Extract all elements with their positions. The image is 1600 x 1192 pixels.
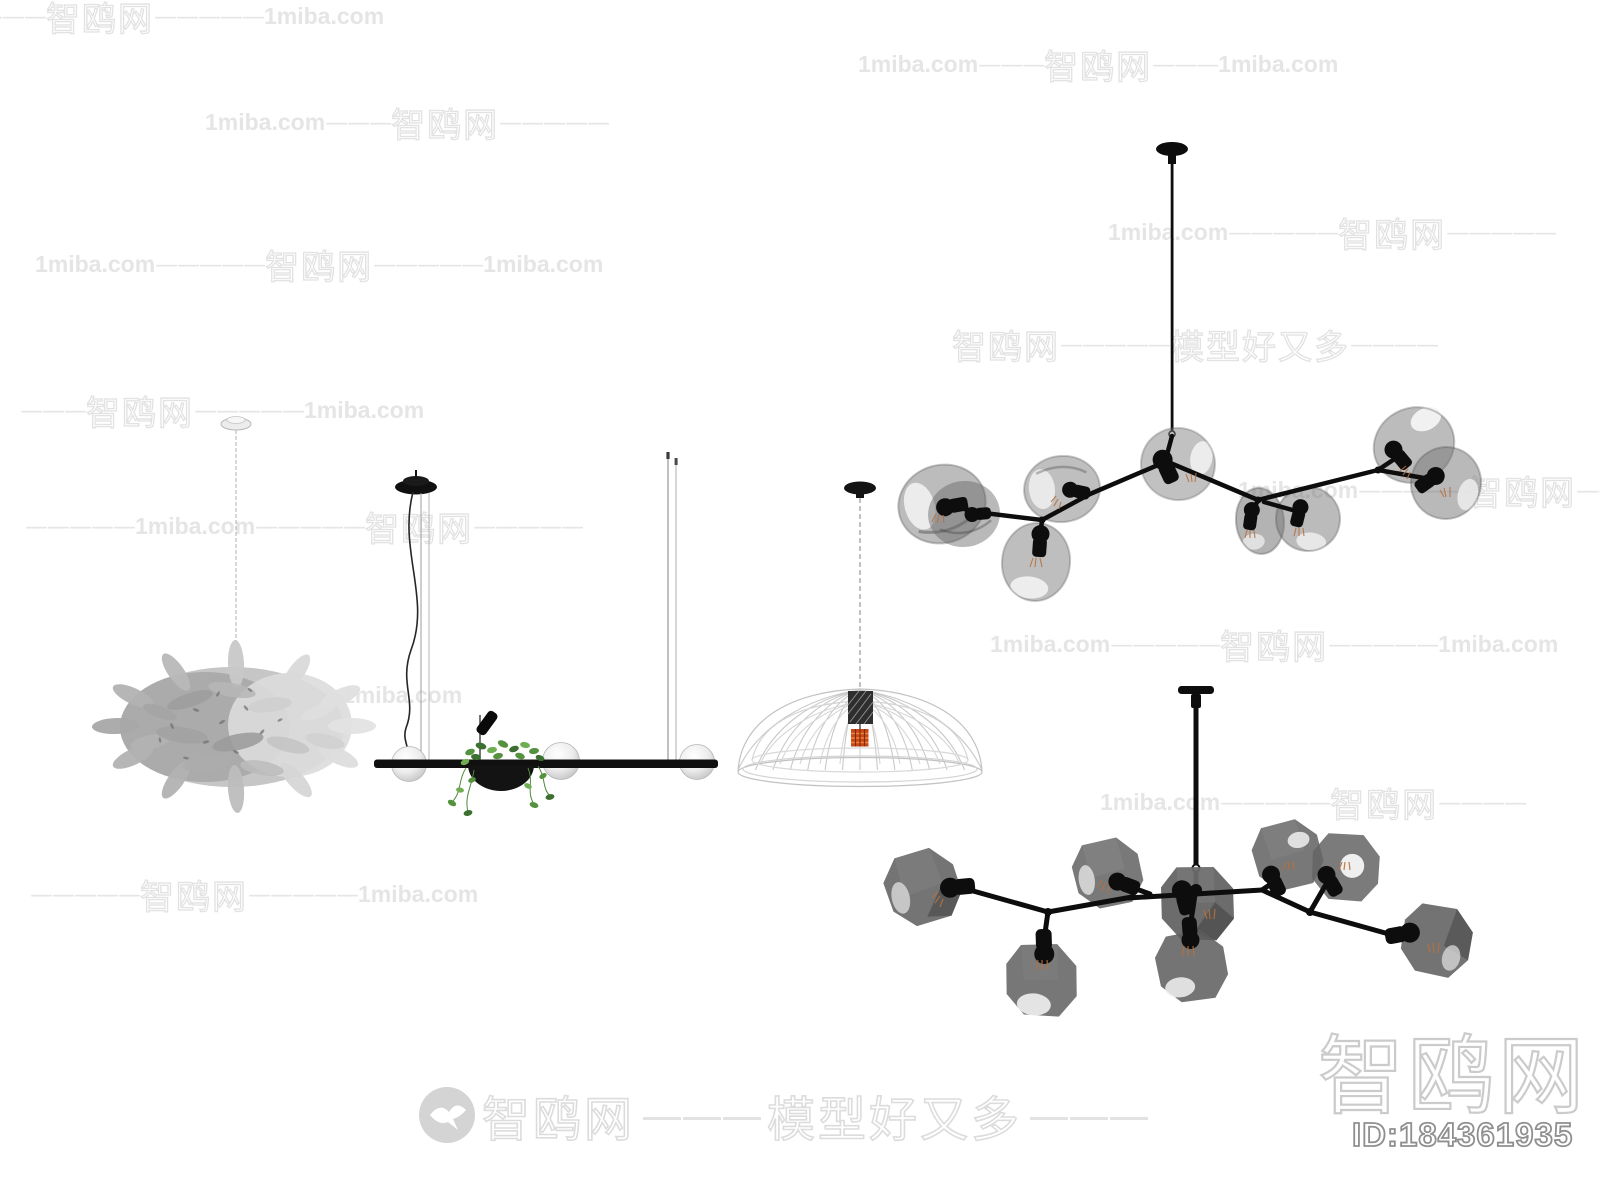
planter-bowl [468, 765, 534, 791]
logo-dash: ——— [641, 1090, 763, 1140]
inner-lamp-cylinder [847, 690, 874, 729]
feather-pendant-lamp [92, 416, 376, 813]
glass-shades [897, 406, 1483, 602]
feather-shade [92, 640, 376, 813]
logo-brand-text: 智鸥网 [481, 1091, 636, 1149]
site-logo-watermark: 智鸥网 ——— 模型好又多 ——— [418, 1080, 1150, 1150]
bulb-sockets [936, 440, 1445, 558]
corner-brand-watermark: 智鸥网 [1317, 1026, 1588, 1128]
model-id-text: ID:184361935 [1351, 1115, 1574, 1154]
orange-woven-cube [851, 729, 869, 747]
power-cable [404, 491, 419, 758]
hanging-plant [447, 740, 555, 816]
faceted-glass-shades [883, 819, 1473, 1017]
bulb-sockets [940, 865, 1420, 964]
faceted-branching-chandelier-bottom [883, 686, 1473, 1017]
linear-planter-pendant-lamp [374, 452, 718, 816]
logo-slogan-text: 模型好又多 [766, 1091, 1023, 1149]
branching-bubble-chandelier-top [897, 142, 1483, 602]
bulb-filaments [931, 861, 1440, 971]
bulb-filaments [931, 465, 1451, 568]
seagull-logo-icon [419, 1087, 475, 1143]
wire-dome-pendant-lamp [737, 481, 983, 788]
logo-dash: ——— [1028, 1090, 1150, 1140]
spotlight-head [476, 710, 498, 736]
